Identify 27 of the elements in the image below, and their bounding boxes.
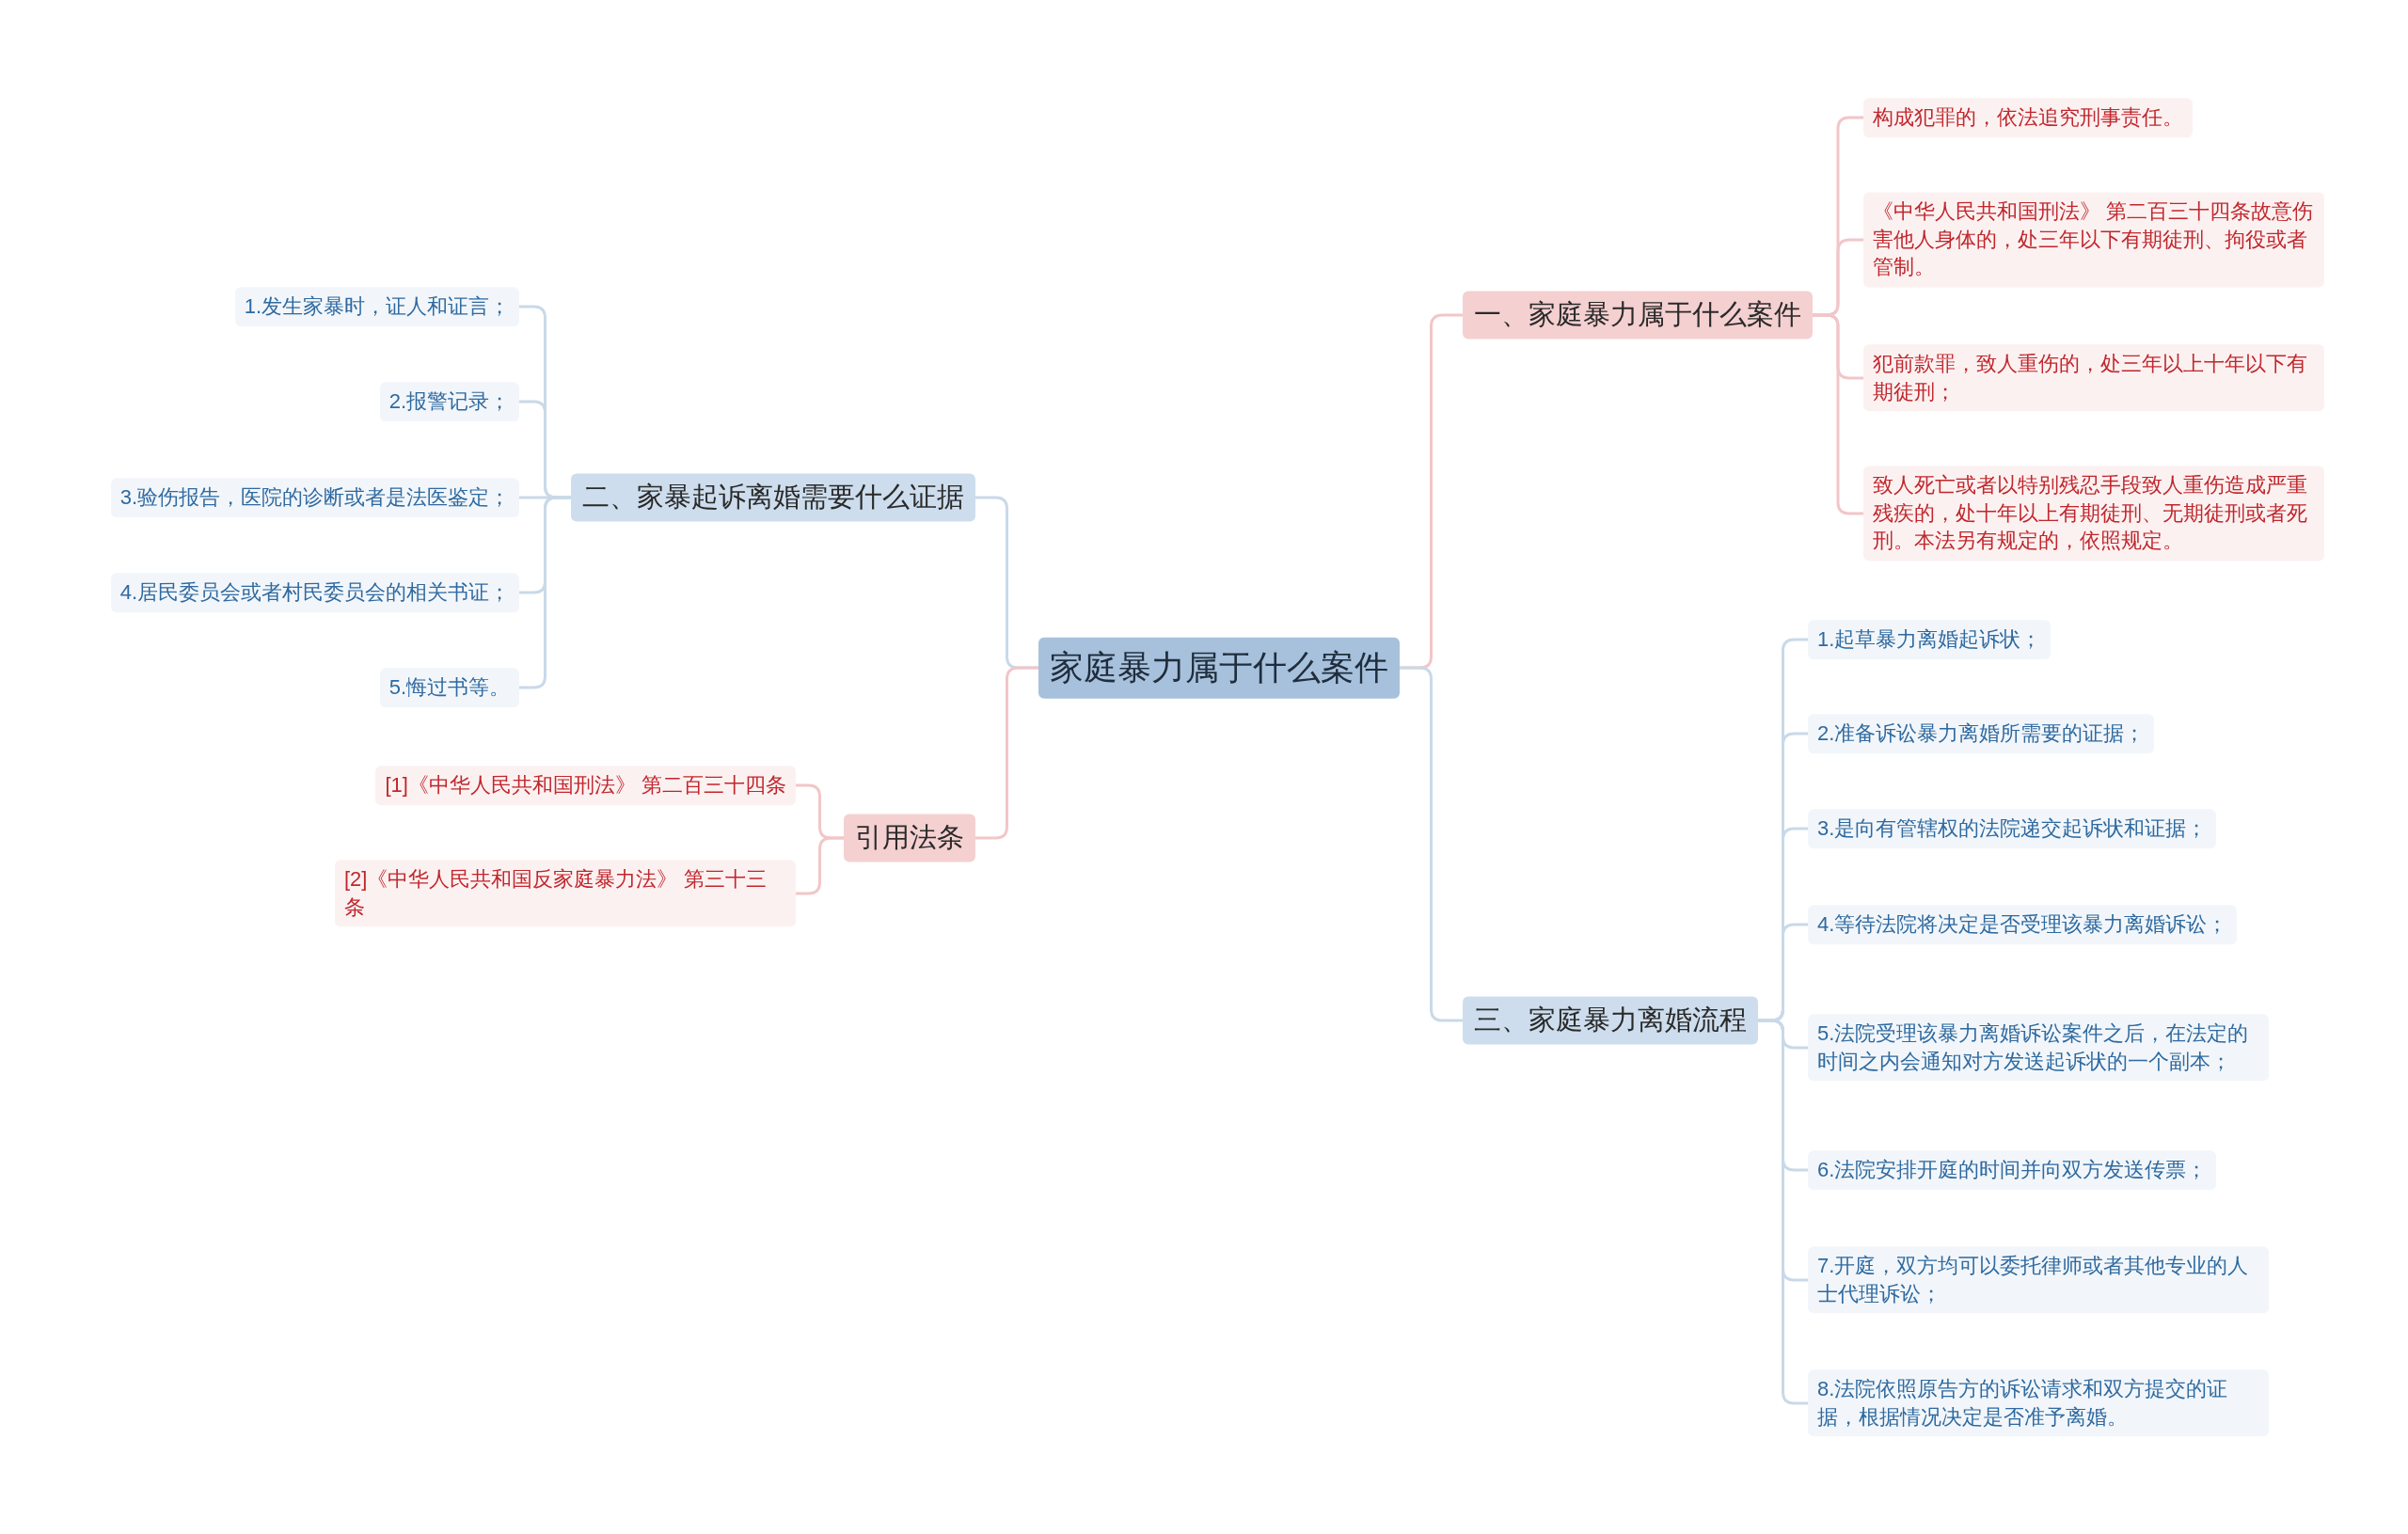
subtopic: 7.开庭，双方均可以委托律师或者其他专业的人士代理诉讼； (1808, 1246, 2269, 1314)
branch-topic: 引用法条 (844, 814, 975, 862)
subtopic: 8.法院依照原告方的诉讼请求和双方提交的证据，根据情况决定是否准予离婚。 (1808, 1369, 2269, 1437)
subtopic: [1]《中华人民共和国刑法》 第二百三十四条 (375, 766, 796, 805)
subtopic: 犯前款罪，致人重伤的，处三年以上十年以下有期徒刑； (1863, 344, 2324, 412)
subtopic: [2]《中华人民共和国反家庭暴力法》 第三十三条 (335, 860, 796, 927)
subtopic: 1.发生家暴时，证人和证言； (234, 287, 519, 326)
subtopic: 1.起草暴力离婚起诉状； (1808, 620, 2052, 659)
subtopic: 2.准备诉讼暴力离婚所需要的证据； (1808, 714, 2155, 753)
subtopic: 3.是向有管辖权的法院递交起诉状和证据； (1808, 809, 2217, 848)
branch-topic: 一、家庭暴力属于什么案件 (1463, 291, 1813, 340)
subtopic: 4.居民委员会或者村民委员会的相关书证； (110, 573, 519, 612)
branch-topic: 二、家暴起诉离婚需要什么证据 (571, 473, 975, 522)
connector (1813, 313, 1863, 515)
subtopic: 3.验伤报告，医院的诊断或者是法医鉴定； (110, 478, 519, 517)
branch-topic: 三、家庭暴力离婚流程 (1463, 996, 1758, 1045)
connector (1758, 1019, 1808, 1405)
subtopic: 6.法院安排开庭的时间并向双方发送传票； (1808, 1150, 2217, 1190)
connector (1400, 666, 1463, 1022)
subtopic: 致人死亡或者以特别残忍手段致人重伤造成严重残疾的，处十年以上有期徒刑、无期徒刑或者死刑。本法另有规定的，依照规定。 (1863, 466, 2324, 561)
subtopic: 2.报警记录； (379, 382, 519, 421)
central-topic: 家庭暴力属于什么案件 (1038, 637, 1400, 699)
subtopic: 4.等待法院将决定是否受理该暴力离婚诉讼； (1808, 905, 2238, 944)
subtopic: 5.悔过书等。 (379, 668, 519, 707)
subtopic: 构成犯罪的，依法追究刑事责任。 (1863, 98, 2193, 137)
subtopic: 《中华人民共和国刑法》 第二百三十四条故意伤害他人身体的，处三年以下有期徒刑、拘役或者管制。 (1863, 192, 2324, 288)
subtopic: 5.法院受理该暴力离婚诉讼案件之后，在法定的时间之内会通知对方发送起诉状的一个副本； (1808, 1014, 2269, 1082)
